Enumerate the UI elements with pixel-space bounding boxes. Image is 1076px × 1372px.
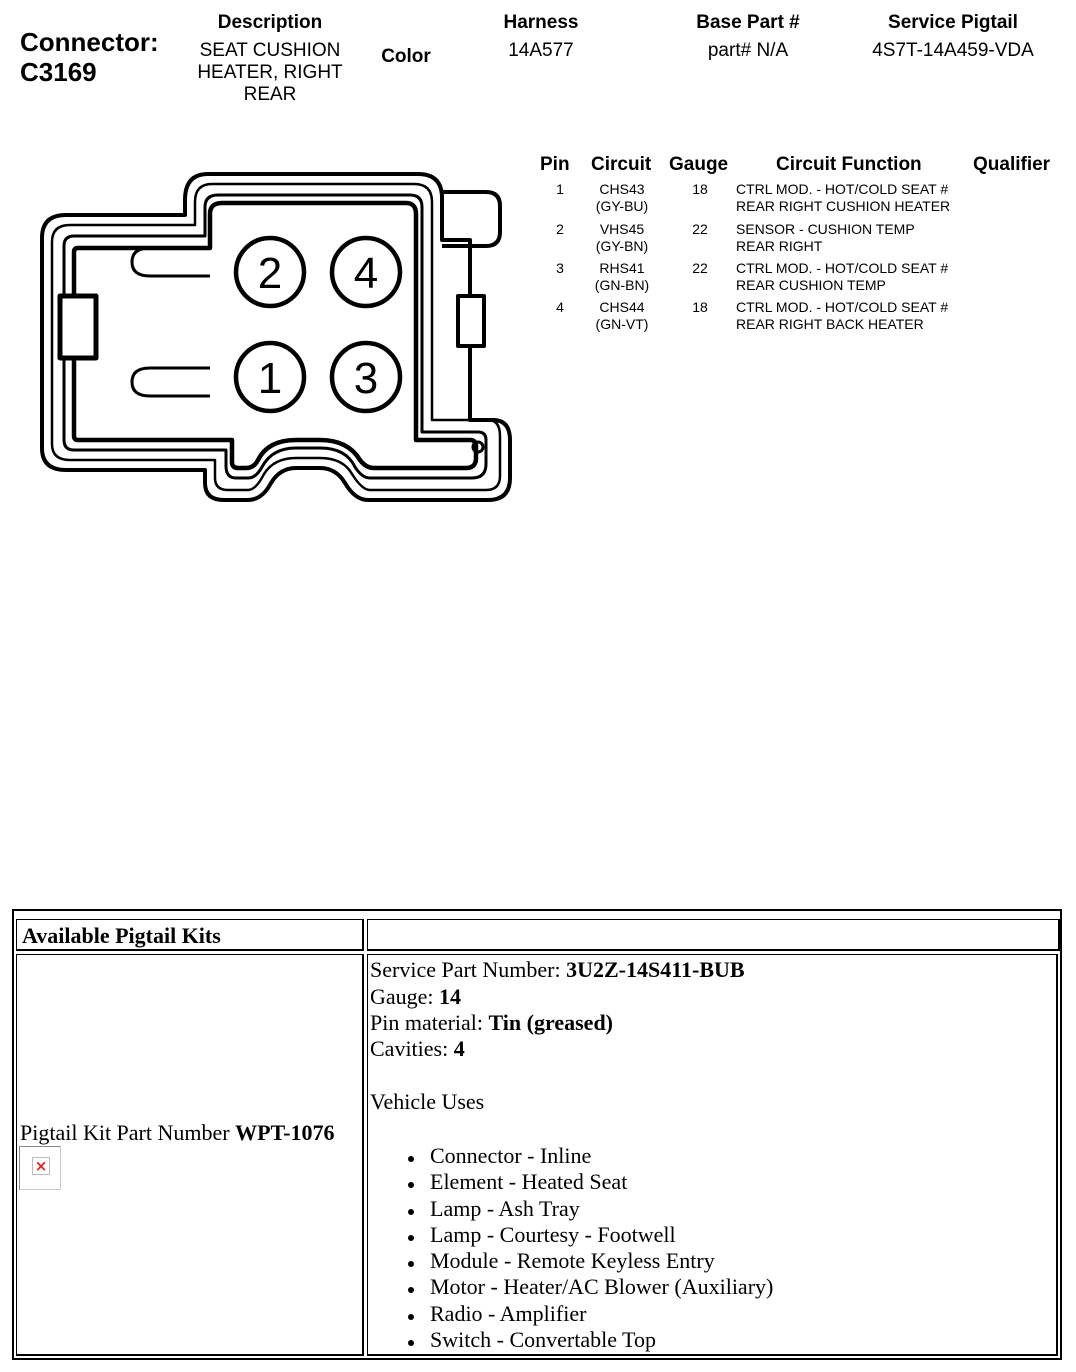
kit-part-value: WPT-1076: [235, 1120, 335, 1145]
kit-details-cell: [367, 954, 1058, 1356]
pigtail-kits-title: Available Pigtail Kits: [16, 919, 364, 951]
circuit-function: REAR CUSHION TEMP: [736, 277, 886, 293]
gauge-column-header: Gauge: [669, 154, 729, 175]
base-part-header: Base Part #: [696, 12, 800, 33]
circuit-function: REAR RIGHT CUSHION HEATER: [736, 198, 951, 214]
circuit-code: CHS43: [599, 181, 645, 197]
kit-part-number: Pigtail Kit Part Number WPT-1076: [20, 1120, 335, 1146]
gauge-line: Gauge: 14: [370, 984, 461, 1010]
cavity-label: 3: [354, 354, 378, 403]
vehicle-uses-list: Connector - Inline Element - Heated Seat…: [370, 1143, 773, 1353]
vehicle-uses-title: Vehicle Uses: [370, 1089, 485, 1114]
circuit-color: (GN-VT): [595, 316, 649, 332]
pin-number: 2: [556, 221, 564, 237]
service-pigtail-value: 4S7T-14A459-VDA: [872, 40, 1034, 61]
pin-material-label: Pin material:: [370, 1010, 489, 1035]
service-part-line: Service Part Number: 3U2Z-14S411-BUB: [370, 957, 745, 983]
vehicle-use-item: Lamp - Ash Tray: [370, 1196, 773, 1222]
gauge-label: Gauge:: [370, 984, 440, 1009]
cavity-label: 4: [354, 249, 378, 298]
pin-row: 1 CHS43 (GY-BU) 18 CTRL MOD. - HOT/COLD …: [0, 181, 1076, 219]
vehicle-use-item: Motor - Heater/AC Blower (Auxiliary): [370, 1274, 773, 1300]
pin-material-line: Pin material: Tin (greased): [370, 1010, 613, 1036]
connector-label: Connector:: [20, 27, 159, 57]
cavities-line: Cavities: 4: [370, 1036, 465, 1062]
description-value: SEAT CUSHION HEATER, RIGHT REAR: [170, 40, 370, 106]
circuit-function: CTRL MOD. - HOT/COLD SEAT #: [736, 260, 949, 276]
pin-row: 3 RHS41 (GN-BN) 22 CTRL MOD. - HOT/COLD …: [0, 260, 1076, 298]
wire-gauge: 18: [692, 181, 708, 197]
wire-gauge: 22: [692, 221, 708, 237]
function-column-header: Circuit Function: [776, 154, 922, 175]
kit-part-label: Pigtail Kit Part Number: [20, 1120, 236, 1145]
wire-gauge: 18: [692, 299, 708, 315]
description-header: Description: [217, 12, 323, 33]
broken-image-icon: ×: [19, 1146, 61, 1190]
circuit-code: RHS41: [599, 260, 645, 276]
vehicle-use-item: Connector - Inline: [370, 1143, 773, 1169]
vehicle-use-item: Switch - Convertable Top: [370, 1327, 773, 1353]
pin-row: 2 VHS45 (GY-BN) 22 SENSOR - CUSHION TEMP…: [0, 221, 1076, 259]
service-pigtail-header: Service Pigtail: [888, 12, 1018, 33]
gauge-value: 14: [439, 984, 462, 1009]
circuit-color: (GY-BU): [595, 198, 649, 214]
pin-number: 1: [556, 181, 564, 197]
description-line: HEATER, RIGHT: [197, 62, 343, 83]
qualifier-column-header: Qualifier: [973, 154, 1051, 175]
pin-number: 3: [556, 260, 564, 276]
circuit-function: REAR RIGHT BACK HEATER: [736, 316, 924, 332]
description-line: SEAT CUSHION: [199, 40, 341, 61]
harness-header: Harness: [503, 12, 579, 33]
circuit-function: CTRL MOD. - HOT/COLD SEAT #: [736, 299, 949, 315]
vehicle-use-item: Module - Remote Keyless Entry: [370, 1248, 773, 1274]
base-part-value: part# N/A: [707, 40, 789, 61]
connector-id: C3169: [20, 57, 97, 87]
vehicle-use-item: Element - Heated Seat: [370, 1169, 773, 1195]
connector-title: Connector: C3169: [20, 27, 159, 87]
circuit-code: CHS44: [599, 299, 645, 315]
circuit-function: CTRL MOD. - HOT/COLD SEAT #: [736, 181, 949, 197]
pigtail-header-empty-cell: [367, 919, 1060, 951]
service-part-value: 3U2Z-14S411-BUB: [566, 957, 745, 982]
cavity-3: [329, 340, 403, 414]
cavity-2: [233, 235, 307, 309]
pin-number: 4: [556, 299, 564, 315]
cavity-label: 2: [258, 249, 282, 298]
pin-row: 4 CHS44 (GN-VT) 18 CTRL MOD. - HOT/COLD …: [0, 299, 1076, 337]
pigtail-kits-table: [12, 909, 1062, 1360]
circuit-color: (GY-BN): [595, 238, 649, 254]
kit-part-cell: [16, 954, 364, 1356]
cavity-4: [329, 235, 403, 309]
color-header: Color: [381, 46, 431, 67]
description-line: REAR: [243, 84, 297, 105]
circuit-code: VHS45: [599, 221, 645, 237]
circuit-color: (GN-BN): [594, 277, 650, 293]
vehicle-use-item: Lamp - Courtesy - Footwell: [370, 1222, 773, 1248]
vehicle-use-item: Radio - Amplifier: [370, 1301, 773, 1327]
cavity-label: 1: [258, 354, 282, 403]
harness-value: 14A577: [508, 40, 574, 61]
pin-material-value: Tin (greased): [488, 1010, 614, 1035]
cavity-1: [233, 340, 307, 414]
circuit-column-header: Circuit: [591, 154, 652, 175]
pin-column-header: Pin: [540, 154, 570, 175]
connector-face-diagram: 2 4 1 3: [40, 172, 512, 502]
circuit-function: REAR RIGHT: [736, 238, 823, 254]
service-part-label: Service Part Number:: [370, 957, 567, 982]
circuit-function: SENSOR - CUSHION TEMP: [736, 221, 915, 237]
cavities-value: 4: [453, 1036, 465, 1061]
wire-gauge: 22: [692, 260, 708, 276]
cavities-label: Cavities:: [370, 1036, 454, 1061]
